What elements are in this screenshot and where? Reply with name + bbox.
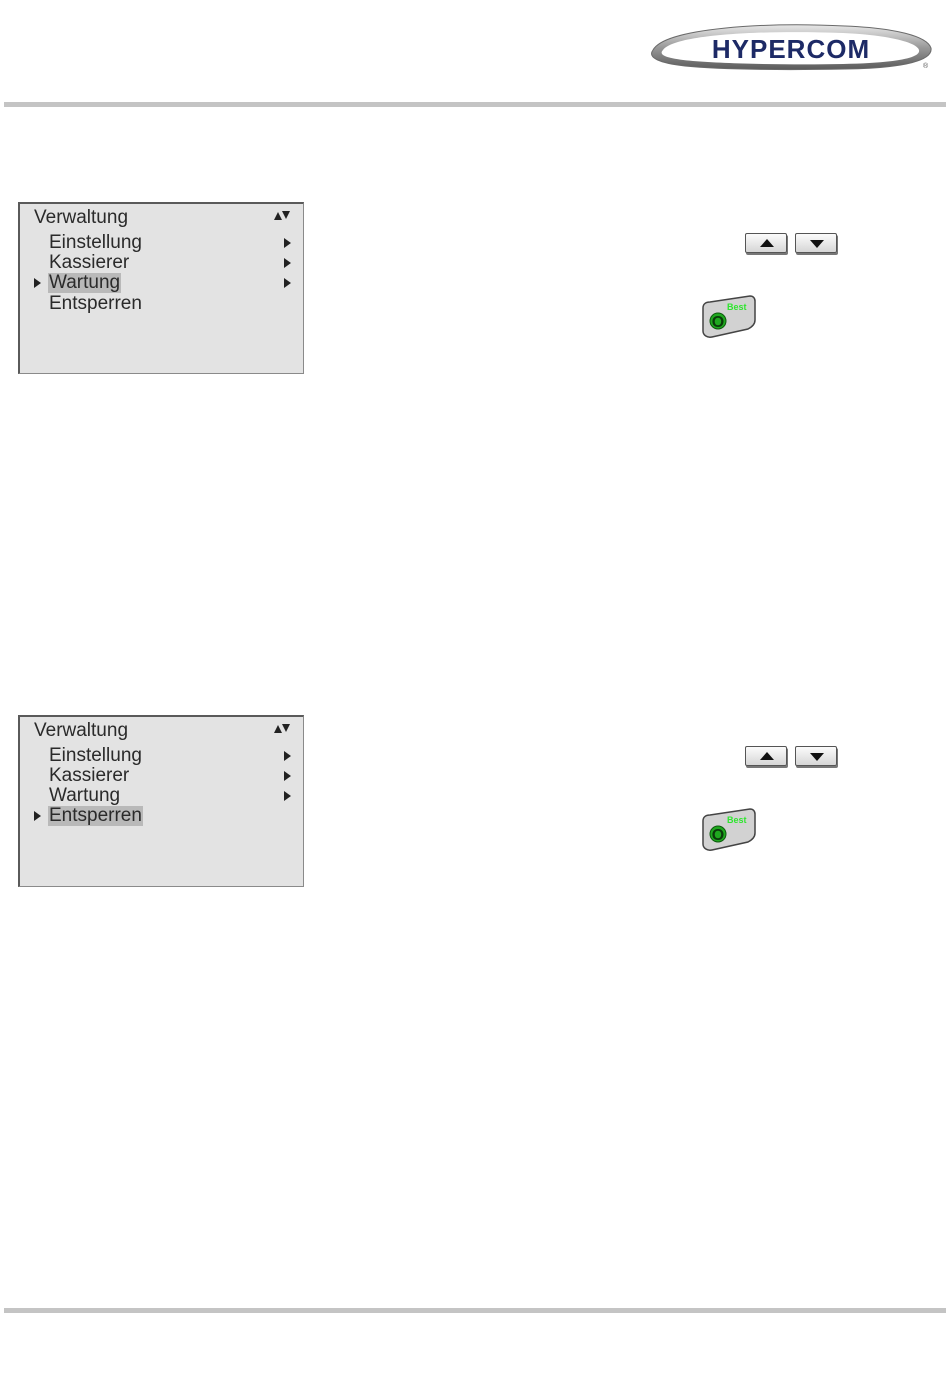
confirm-key-label: Best xyxy=(727,815,747,825)
submenu-arrow-icon xyxy=(284,278,291,288)
menu-item-label: Einstellung xyxy=(48,233,143,253)
confirm-key[interactable]: O Best xyxy=(700,807,756,851)
confirm-key[interactable]: O Best xyxy=(700,294,756,338)
menu-item-label: Kassierer xyxy=(48,253,130,273)
submenu-arrow-icon xyxy=(284,771,291,781)
arrow-up-key[interactable] xyxy=(745,746,787,766)
menu-item-label: Wartung xyxy=(48,273,121,293)
menu-item-kassierer[interactable]: Kassierer xyxy=(20,253,303,273)
up-down-arrows-icon xyxy=(273,208,291,222)
menu-item-einstellung[interactable]: Einstellung xyxy=(20,233,303,253)
arrow-down-key-icon xyxy=(810,753,824,761)
submenu-arrow-icon xyxy=(284,751,291,761)
arrow-down-key[interactable] xyxy=(795,233,837,253)
submenu-arrow-icon xyxy=(284,791,291,801)
logo-text: HYPERCOM xyxy=(712,34,870,64)
confirm-key-glyph: O xyxy=(712,827,724,844)
up-down-arrows-icon xyxy=(273,721,291,735)
navigation-keys xyxy=(745,746,843,770)
terminal-screen-wartung: Verwaltung Einstellung Kassierer Wartung… xyxy=(18,202,304,374)
menu-item-label: Wartung xyxy=(48,786,121,806)
header-divider xyxy=(4,102,946,107)
arrow-down-key[interactable] xyxy=(795,746,837,766)
menu-item-einstellung[interactable]: Einstellung xyxy=(20,746,303,766)
menu-item-label: Einstellung xyxy=(48,746,143,766)
arrow-up-key[interactable] xyxy=(745,233,787,253)
selection-cursor-icon xyxy=(34,278,41,288)
navigation-keys xyxy=(745,233,843,257)
logo-registered-mark: ® xyxy=(923,62,929,70)
menu-item-wartung[interactable]: Wartung xyxy=(20,273,303,293)
menu-title: Verwaltung xyxy=(34,720,128,742)
arrow-up-key-icon xyxy=(760,752,774,760)
submenu-arrow-icon xyxy=(284,258,291,268)
menu-item-label: Entsperren xyxy=(48,294,143,314)
selection-cursor-icon xyxy=(34,811,41,821)
menu-item-label: Kassierer xyxy=(48,766,130,786)
menu-item-kassierer[interactable]: Kassierer xyxy=(20,766,303,786)
menu-item-entsperren[interactable]: Entsperren xyxy=(20,806,303,826)
arrow-down-key-icon xyxy=(810,240,824,248)
terminal-screen-entsperren: Verwaltung Einstellung Kassierer Wartung… xyxy=(18,715,304,887)
menu-item-entsperren[interactable]: Entsperren xyxy=(20,294,303,314)
menu-title: Verwaltung xyxy=(34,207,128,229)
confirm-key-glyph: O xyxy=(712,314,724,331)
footer-divider xyxy=(4,1308,946,1313)
submenu-arrow-icon xyxy=(284,238,291,248)
menu-item-wartung[interactable]: Wartung xyxy=(20,786,303,806)
hypercom-logo: HYPERCOM ® xyxy=(645,20,935,72)
arrow-up-key-icon xyxy=(760,239,774,247)
confirm-key-label: Best xyxy=(727,302,747,312)
menu-item-label: Entsperren xyxy=(48,806,143,826)
